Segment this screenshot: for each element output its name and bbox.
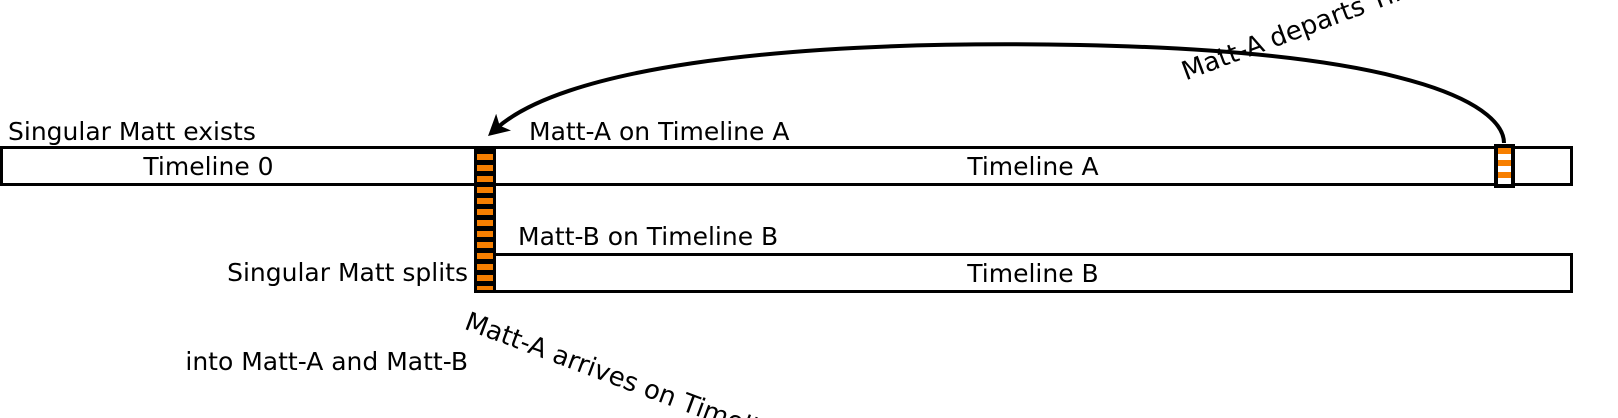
annotation-singular-matt-exists: Singular Matt exists xyxy=(8,117,256,146)
annotation-split: Singular Matt splits into Matt-A and Mat… xyxy=(0,199,468,418)
timeline-a-label: Timeline A xyxy=(967,151,1099,181)
timeline-b-label: Timeline B xyxy=(967,258,1099,288)
timeline-a-bar: Timeline A xyxy=(493,146,1573,186)
annotation-matt-a-on-timeline-a: Matt-A on Timeline A xyxy=(529,117,790,146)
annotation-matt-a-arrives-on-timeline-b: Matt-A arrives on Timeline B xyxy=(460,306,817,418)
annotation-split-line-1: Singular Matt splits xyxy=(227,258,468,287)
timeline-b-bar: Timeline B xyxy=(493,253,1573,293)
annotation-matt-b-on-timeline-b: Matt-B on Timeline B xyxy=(518,222,779,251)
timeline-0-label: Timeline 0 xyxy=(143,151,274,181)
split-marker-icon xyxy=(474,146,496,293)
annotation-split-line-2: into Matt-A and Matt-B xyxy=(185,346,468,376)
annotation-matt-a-departs-timeline-a: Matt-A departs Timeline A xyxy=(1177,0,1505,88)
departure-marker-icon xyxy=(1494,144,1515,188)
